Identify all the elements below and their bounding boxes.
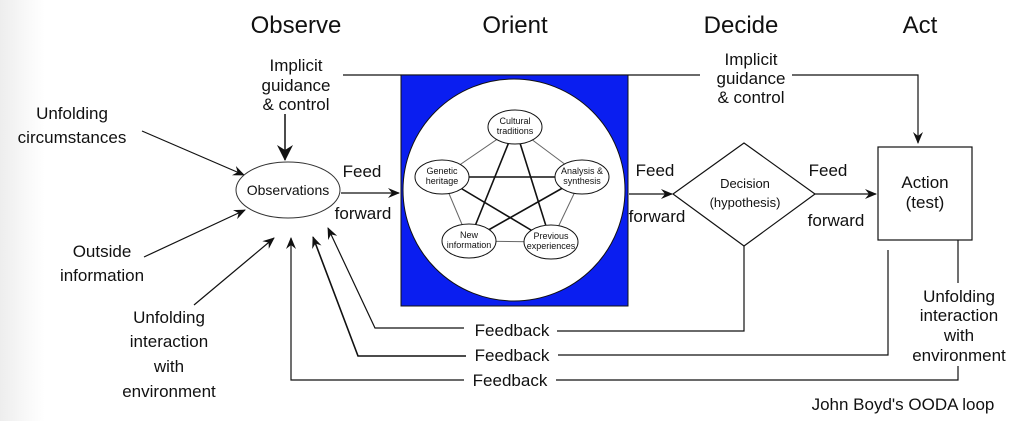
svg-text:Genetic: Genetic: [426, 166, 458, 176]
svg-text:experiences: experiences: [527, 241, 576, 251]
feedback-label-3: Feedback: [473, 371, 548, 390]
svg-text:heritage: heritage: [426, 176, 459, 186]
test-label: (test): [906, 193, 945, 212]
observations-node: [235, 161, 341, 219]
svg-text:information: information: [60, 266, 144, 285]
svg-text:traditions: traditions: [497, 126, 534, 136]
svg-text:environment: environment: [122, 382, 216, 401]
phase-act: Act: [903, 12, 938, 39]
svg-text:Outside: Outside: [73, 242, 132, 261]
node-new-information: New information: [441, 223, 497, 259]
label-unfolding-circumstances: Unfolding circumstances: [18, 104, 127, 147]
svg-text:guidance: guidance: [261, 76, 330, 95]
svg-text:with: with: [943, 326, 974, 345]
phase-decide: Decide: [704, 12, 779, 39]
action-node: [877, 146, 973, 241]
svg-text:circumstances: circumstances: [18, 128, 127, 147]
svg-text:environment: environment: [912, 346, 1006, 365]
forward-label-3: forward: [808, 211, 865, 230]
svg-text:Analysis &: Analysis &: [561, 166, 603, 176]
forward-label-1: forward: [335, 204, 392, 223]
label-outside-information: Outside information: [60, 242, 144, 285]
svg-text:Unfolding: Unfolding: [36, 104, 108, 123]
svg-text:New: New: [460, 230, 479, 240]
observe-implicit-guidance-label: Implicit guidance & control: [261, 56, 330, 114]
svg-text:Cultural: Cultural: [499, 116, 530, 126]
observations-label: Observations: [247, 182, 329, 198]
arrow-outside-information: [143, 209, 246, 258]
arrow-unfolding-interaction-left: [193, 237, 275, 306]
node-cultural-traditions: Cultural traditions: [487, 109, 543, 145]
feedback-label-1: Feedback: [475, 321, 550, 340]
decide-implicit-guidance-label: Implicit guidance & control: [716, 50, 785, 107]
feedback-loop-3: [286, 237, 959, 381]
svg-text:& control: & control: [717, 88, 784, 107]
svg-text:synthesis: synthesis: [563, 176, 601, 186]
feed-label-1: Feed: [343, 162, 382, 181]
svg-text:Previous: Previous: [533, 231, 569, 241]
label-unfolding-interaction-right: Unfolding interaction with environment: [912, 287, 1006, 365]
node-analysis-synthesis: Analysis & synthesis: [554, 159, 610, 195]
svg-text:guidance: guidance: [716, 69, 785, 88]
feedback-label-2: Feedback: [475, 346, 550, 365]
svg-text:Implicit: Implicit: [270, 56, 323, 75]
svg-text:& control: & control: [262, 95, 329, 114]
feedback-loop-1: [327, 227, 745, 332]
label-unfolding-interaction-left: Unfolding interaction with environment: [122, 308, 216, 401]
diagram-caption: John Boyd's OODA loop: [812, 395, 995, 414]
svg-text:with: with: [153, 357, 184, 376]
node-genetic-heritage: Genetic heritage: [414, 159, 470, 195]
svg-text:information: information: [447, 240, 492, 250]
svg-text:Unfolding: Unfolding: [923, 287, 995, 306]
feed-label-3: Feed: [809, 161, 848, 180]
action-label: Action: [901, 173, 948, 192]
svg-text:interaction: interaction: [920, 306, 998, 325]
phase-orient: Orient: [482, 12, 548, 39]
feed-label-2: Feed: [636, 161, 675, 180]
svg-text:Implicit: Implicit: [725, 50, 778, 69]
svg-text:interaction: interaction: [130, 332, 208, 351]
feedback-loop-2: [312, 236, 889, 357]
arrow-unfolding-circumstances: [141, 130, 245, 176]
svg-text:Unfolding: Unfolding: [133, 308, 205, 327]
phase-observe: Observe: [251, 12, 342, 39]
forward-label-2: forward: [629, 207, 686, 226]
decision-label: Decision: [720, 176, 770, 191]
node-previous-experiences: Previous experiences: [523, 224, 579, 260]
hypothesis-label: (hypothesis): [710, 195, 781, 210]
